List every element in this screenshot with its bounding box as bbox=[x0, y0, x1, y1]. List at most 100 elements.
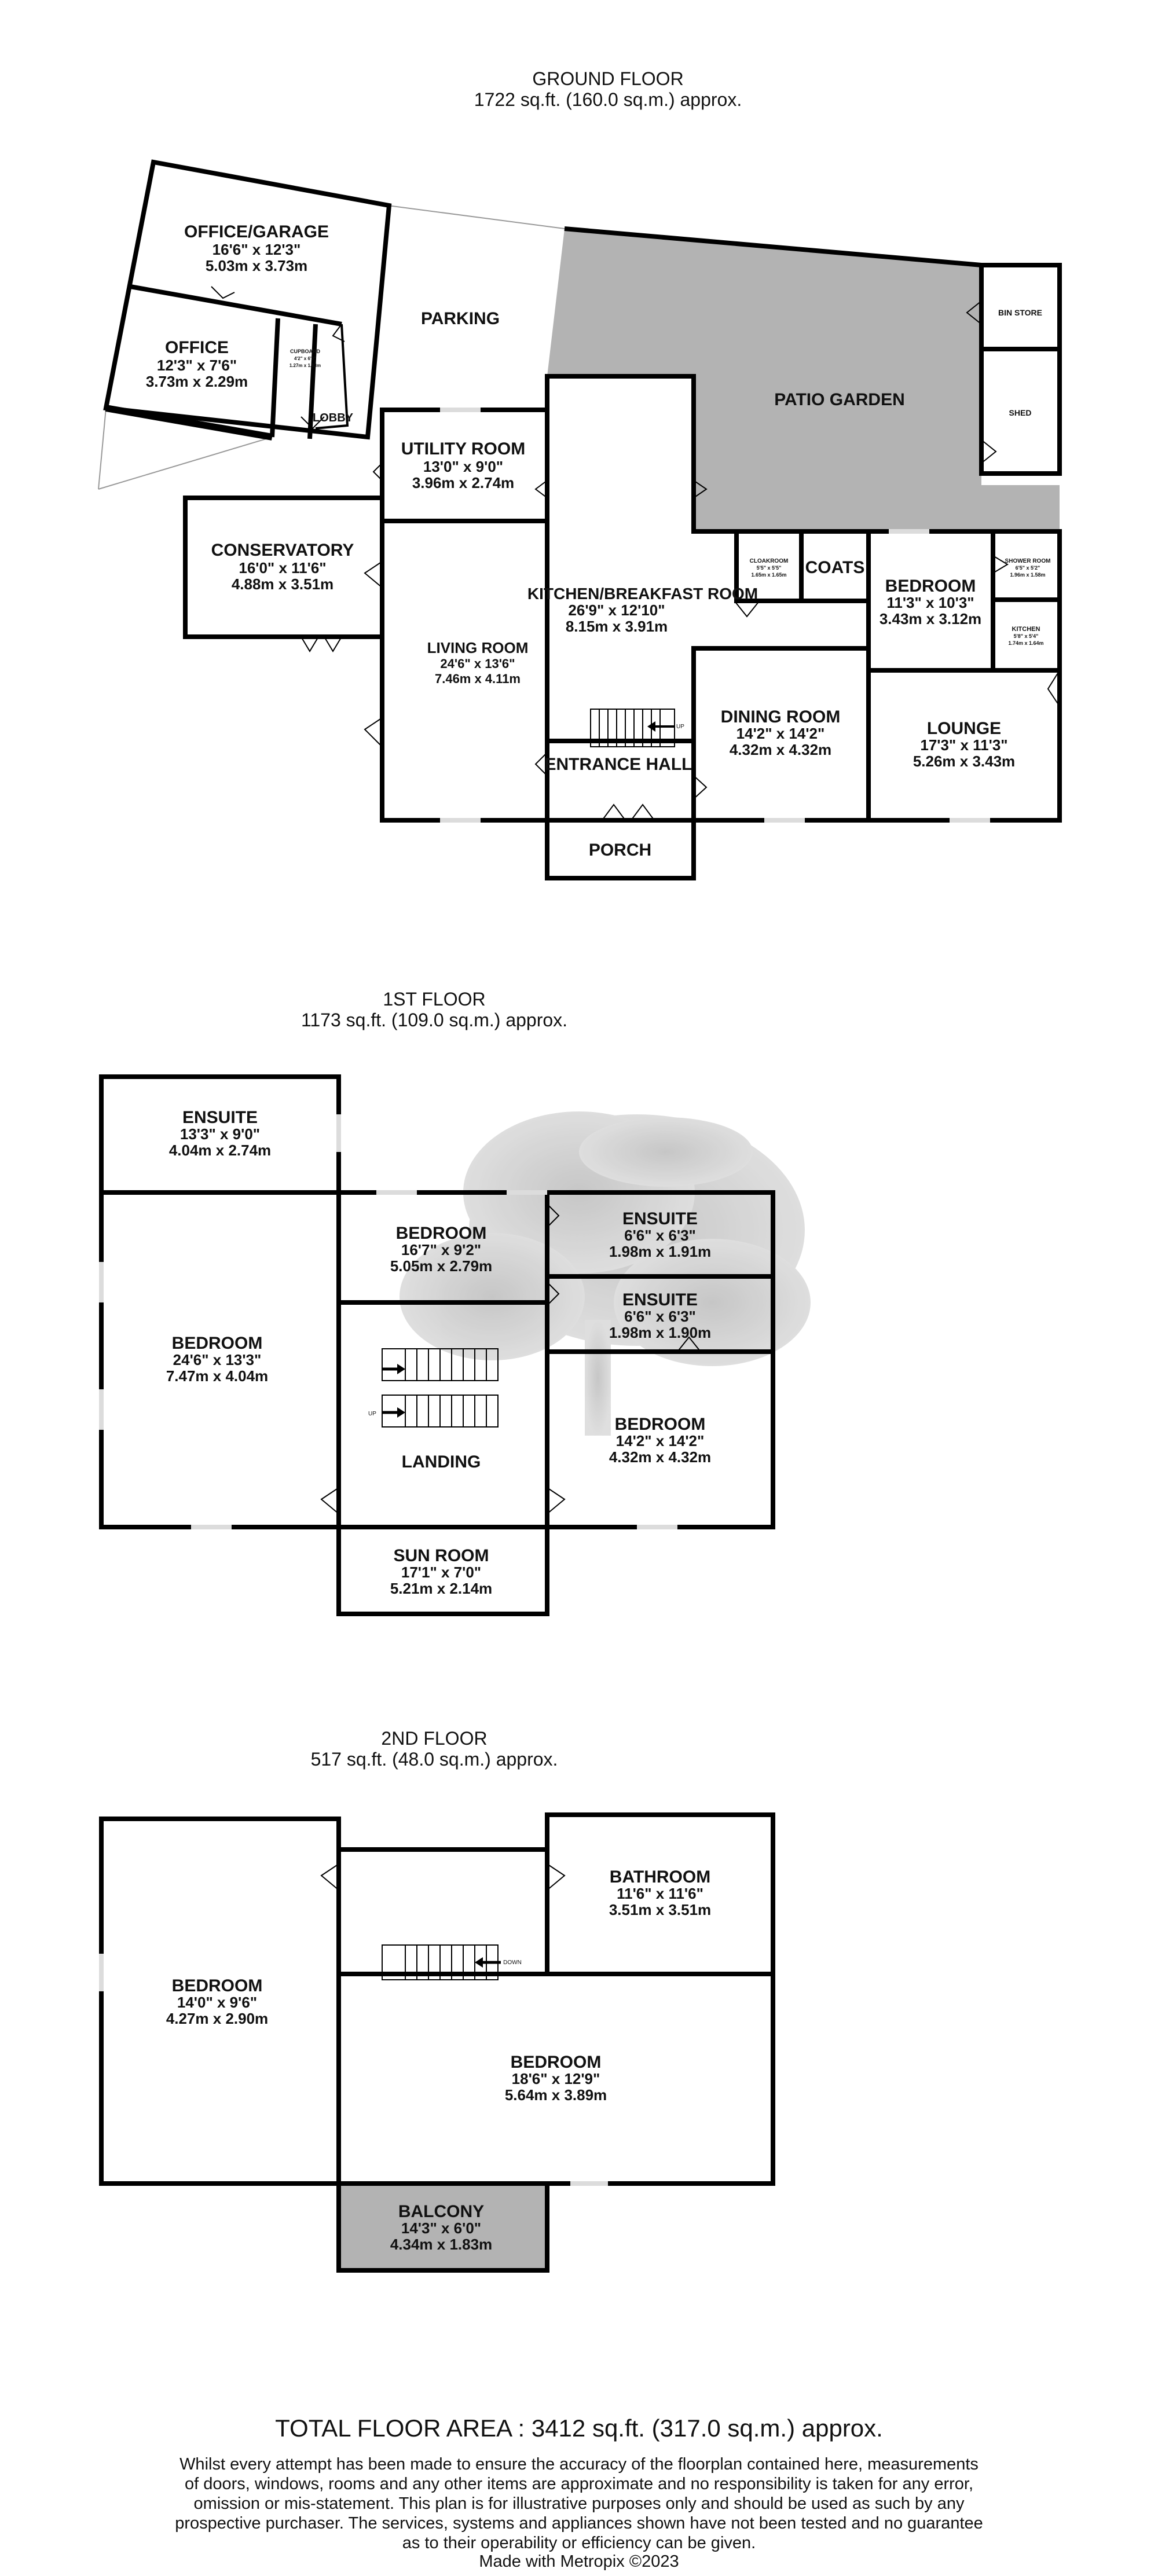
label-shed: SHED bbox=[1009, 408, 1032, 417]
office-garage-block bbox=[103, 159, 392, 440]
dims-shower-room-metric: 1.96m x 1.58m bbox=[1010, 572, 1045, 578]
label-utility-room: UTILITY ROOM bbox=[401, 439, 525, 458]
dims-office: 12'3" x 7'6" bbox=[157, 357, 237, 374]
ground-windows bbox=[440, 408, 990, 823]
patio-garden-wall bbox=[564, 226, 982, 267]
label-stairs-up-ground: UP bbox=[676, 724, 684, 730]
site-boundary-lines bbox=[98, 205, 565, 490]
shed-walls bbox=[979, 347, 1062, 476]
dims-lounge-metric: 5.26m x 3.43m bbox=[913, 753, 1015, 770]
label-bathroom: BATHROOM bbox=[610, 1867, 710, 1887]
label-stairs-up-first: UP bbox=[368, 1411, 376, 1417]
label-dining-room: DINING ROOM bbox=[721, 707, 841, 726]
dims-sun-room-metric: 5.21m x 2.14m bbox=[390, 1580, 492, 1597]
disclaimer-line: of doors, windows, rooms and any other i… bbox=[184, 2475, 974, 2493]
label-porch: PORCH bbox=[589, 841, 651, 860]
dims-bathroom: 11'6" x 11'6" bbox=[617, 1885, 703, 1902]
label-bedroom-ground: BEDROOM bbox=[885, 577, 976, 596]
balcony-area bbox=[336, 2181, 549, 2273]
dims-living-room: 24'6" x 13'6" bbox=[440, 656, 515, 671]
label-bedroom-2a: BEDROOM bbox=[172, 1976, 263, 1995]
made-with-credit: Made with Metropix ©2023 bbox=[479, 2552, 679, 2571]
room-labels: OFFICE/GARAGE 16'6" x 12'3" 5.03m x 3.73… bbox=[146, 222, 1051, 2253]
dims-ensuite-2: 6'6" x 6'3" bbox=[624, 1227, 696, 1244]
total-floor-area: TOTAL FLOOR AREA : 3412 sq.ft. (317.0 sq… bbox=[275, 2414, 883, 2442]
label-parking: PARKING bbox=[421, 309, 500, 328]
second-floor-heading: 2ND FLOOR 517 sq.ft. (48.0 sq.m.) approx… bbox=[232, 1728, 637, 1770]
label-coats: COATS bbox=[805, 558, 865, 577]
ground-floor-plan bbox=[98, 159, 1062, 880]
first-stairs bbox=[382, 1348, 499, 1428]
disclaimer-line: prospective purchaser. The services, sys… bbox=[175, 2514, 983, 2533]
dims-utility-room-metric: 3.96m x 2.74m bbox=[412, 474, 514, 491]
dims-office-garage: 16'6" x 12'3" bbox=[212, 241, 301, 258]
label-sun-room: SUN ROOM bbox=[394, 1546, 489, 1565]
dims-kitchen-metric: 8.15m x 3.91m bbox=[566, 618, 668, 635]
sun-room-walls bbox=[336, 1525, 549, 1616]
dims-bedroom-ground: 11'3" x 10'3" bbox=[886, 594, 974, 611]
office-divider bbox=[270, 318, 280, 438]
dims-dining-room-metric: 4.32m x 4.32m bbox=[730, 741, 831, 758]
label-cupboard: CUPBOARD bbox=[290, 348, 321, 354]
dims-kitchen-small: 5'8" x 5'4" bbox=[1014, 633, 1039, 639]
label-bedroom-2b: BEDROOM bbox=[511, 2053, 602, 2072]
first-floor-plan bbox=[99, 1074, 811, 1616]
label-bin-store: BIN STORE bbox=[998, 308, 1042, 317]
dims-bedroom-1a: 24'6" x 13'3" bbox=[173, 1351, 262, 1368]
dims-bedroom-2b: 18'6" x 12'9" bbox=[512, 2070, 600, 2087]
label-ensuite-2: ENSUITE bbox=[622, 1209, 698, 1228]
first-floor-heading: 1ST FLOOR 1173 sq.ft. (109.0 sq.m.) appr… bbox=[232, 989, 637, 1030]
label-bedroom-1a: BEDROOM bbox=[172, 1334, 263, 1353]
dims-cloakroom: 5'5" x 5'5" bbox=[757, 565, 782, 571]
ground-stairs bbox=[590, 709, 675, 747]
dims-office-garage-metric: 5.03m x 3.73m bbox=[206, 257, 307, 274]
label-bedroom-1c: BEDROOM bbox=[615, 1415, 706, 1434]
dims-kitchen-small-metric: 1.74m x 1.64m bbox=[1008, 640, 1043, 646]
second-doors bbox=[320, 1863, 566, 1891]
cupboard-divider bbox=[307, 324, 318, 439]
dims-bathroom-metric: 3.51m x 3.51m bbox=[609, 1901, 711, 1918]
dims-ensuite-1: 13'3" x 9'0" bbox=[180, 1125, 260, 1143]
disclaimer: Whilst every attempt has been made to en… bbox=[127, 2454, 1031, 2553]
label-lobby: LOBBY bbox=[313, 412, 354, 424]
dims-cupboard-metric: 1.27m x 1.83m bbox=[290, 363, 321, 368]
dims-bedroom-1c-metric: 4.32m x 4.32m bbox=[609, 1448, 711, 1466]
stair-hall-walls bbox=[336, 1847, 549, 1976]
disclaimer-line: omission or mis-statement. This plan is … bbox=[193, 2494, 965, 2513]
dims-bedroom-2a-metric: 4.27m x 2.90m bbox=[166, 2010, 268, 2027]
bedroom-2b-walls bbox=[336, 1972, 775, 2186]
lobby-walls bbox=[315, 324, 349, 430]
label-balcony: BALCONY bbox=[398, 2202, 484, 2221]
label-kitchen-small: KITCHEN bbox=[1012, 626, 1040, 633]
label-conservatory: CONSERVATORY bbox=[211, 541, 354, 560]
label-office-garage: OFFICE/GARAGE bbox=[184, 222, 329, 241]
first-floor-title: 1ST FLOOR bbox=[383, 989, 486, 1010]
dims-shower-room: 6'5" x 5'2" bbox=[1016, 565, 1040, 571]
label-cloakroom: CLOAKROOM bbox=[750, 558, 789, 564]
label-stairs-down-second: DOWN bbox=[503, 1959, 522, 1966]
label-landing: LANDING bbox=[402, 1452, 481, 1472]
dims-cupboard: 4'2" x 6'0" bbox=[294, 356, 316, 361]
dims-ensuite-2-metric: 1.98m x 1.91m bbox=[609, 1243, 711, 1260]
label-ensuite-1: ENSUITE bbox=[182, 1108, 258, 1127]
bin-store-walls bbox=[979, 263, 1062, 351]
dims-lounge: 17'3" x 11'3" bbox=[920, 736, 1007, 754]
office-front-wall bbox=[105, 405, 273, 441]
disclaimer-line: Whilst every attempt has been made to en… bbox=[179, 2455, 979, 2474]
dims-ensuite-3-metric: 1.98m x 1.90m bbox=[609, 1324, 711, 1341]
second-floor-area: 517 sq.ft. (48.0 sq.m.) approx. bbox=[310, 1749, 558, 1770]
second-windows bbox=[99, 1954, 608, 2186]
first-doors bbox=[320, 1203, 701, 1514]
dims-living-room-metric: 7.46m x 4.11m bbox=[435, 671, 521, 686]
second-floor-plan bbox=[99, 1812, 775, 2273]
dims-bedroom-1b: 16'7" x 9'2" bbox=[401, 1241, 481, 1258]
first-floor-area: 1173 sq.ft. (109.0 sq.m.) approx. bbox=[301, 1010, 568, 1030]
ground-floor-title: GROUND FLOOR bbox=[532, 68, 684, 89]
dims-conservatory-metric: 4.88m x 3.51m bbox=[232, 575, 334, 593]
ground-floor-area: 1722 sq.ft. (160.0 sq.m.) approx. bbox=[474, 89, 742, 110]
dims-ensuite-1-metric: 4.04m x 2.74m bbox=[169, 1142, 271, 1159]
dims-bedroom-1b-metric: 5.05m x 2.79m bbox=[390, 1257, 492, 1275]
label-office: OFFICE bbox=[165, 338, 229, 357]
label-ensuite-3: ENSUITE bbox=[622, 1290, 698, 1309]
